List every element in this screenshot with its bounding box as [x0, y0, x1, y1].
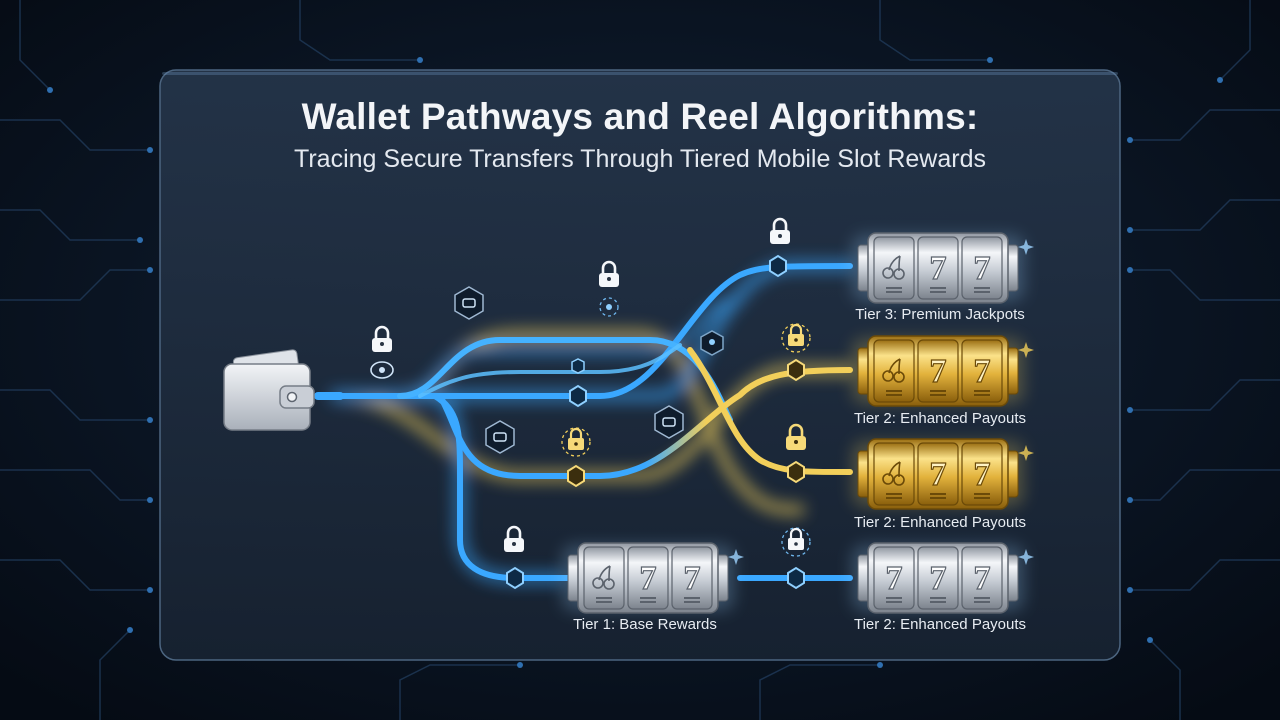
cherry-icon: [882, 255, 905, 280]
sparkle-icon: [1018, 445, 1034, 461]
shield-badge-icon: [485, 420, 515, 454]
nodes: [370, 254, 805, 590]
page-subtitle: Tracing Secure Transfers Through Tiered …: [294, 145, 986, 173]
tier-label: Tier 2: Enhanced Payouts: [853, 410, 1027, 427]
hexagon-node-icon: [787, 566, 805, 590]
lock-icon: [786, 423, 806, 450]
lock-icon: [599, 260, 619, 287]
key-badge-icon: [700, 330, 724, 356]
tier-label: Tier 1: Base Rewards: [573, 616, 717, 633]
path-to-tier3: [332, 263, 853, 399]
hexagon-node-icon: [787, 460, 805, 484]
tier-label: Tier 2: Enhanced Payouts: [853, 514, 1027, 531]
hexagon-node-icon: [769, 254, 787, 278]
reel-symbol-seven: 7: [886, 560, 903, 597]
reel-symbol-seven: 7: [974, 353, 991, 390]
lock-icon: [504, 525, 524, 552]
cherry-icon: [882, 461, 905, 486]
path-mid-lane: [418, 343, 682, 398]
cherry-icon: [882, 358, 905, 383]
sparkle-icon: [1018, 549, 1034, 565]
lock-icon: [770, 217, 790, 244]
wallet-icon: [223, 349, 315, 431]
shield-badge-icon: [654, 405, 684, 439]
circuit-dots: [47, 57, 1223, 668]
reel-symbol-seven: 7: [974, 560, 991, 597]
reel-symbol-seven: 7: [640, 560, 657, 597]
hexagon-node-icon: [506, 566, 524, 590]
reel-symbol-seven: 7: [930, 560, 947, 597]
lock-icon: [372, 325, 392, 352]
reel-symbol-seven: 7: [684, 560, 701, 597]
sparkle-icon: [728, 549, 744, 565]
hexagon-node-icon: [370, 361, 394, 379]
shield-badge-icon: [454, 286, 484, 320]
path-to-tier2-upper: [437, 367, 853, 479]
lock-icon: [561, 427, 591, 457]
reel-symbol-seven: 7: [930, 353, 947, 390]
panel-highlight: [162, 72, 1118, 75]
hexagon-node-icon: [567, 464, 585, 488]
transfer-paths: [314, 261, 855, 583]
path-to-tier1: [432, 393, 573, 581]
page-title: Wallet Pathways and Reel Algorithms:: [301, 96, 979, 137]
lock-icon: [781, 527, 811, 557]
lock-icon: [781, 323, 811, 353]
reel-symbol-seven: 7: [974, 456, 991, 493]
hexagon-node-icon: [787, 358, 805, 382]
hexagon-node-icon: [569, 384, 587, 408]
reel-symbol-seven: 7: [974, 250, 991, 287]
reel-symbol-seven: 7: [930, 250, 947, 287]
tier-label: Tier 2: Enhanced Payouts: [853, 616, 1027, 633]
sparkle-icon: [1018, 239, 1034, 255]
cherry-icon: [592, 565, 615, 590]
hexagon-node-icon: [571, 358, 585, 374]
sparkle-icon: [1018, 342, 1034, 358]
reel-symbol-seven: 7: [930, 456, 947, 493]
locks: [372, 217, 811, 557]
target-node-icon: [599, 297, 619, 317]
tier-label: Tier 3: Premium Jackpots: [855, 306, 1025, 323]
path-to-tier2-lower: [687, 347, 853, 475]
